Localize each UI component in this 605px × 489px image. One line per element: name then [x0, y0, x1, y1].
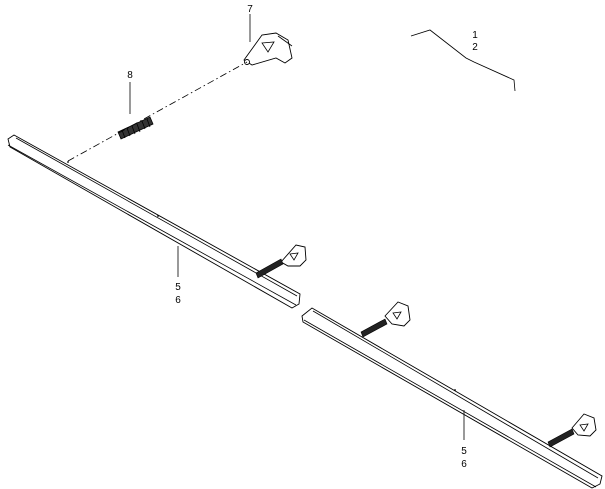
callout-1: 1 — [472, 30, 478, 41]
guide-rail-lower — [301, 307, 603, 489]
rail-hole — [157, 215, 159, 217]
callout-8: 8 — [127, 70, 133, 81]
guide-rail-upper — [7, 134, 301, 309]
callout-6-upper: 6 — [175, 295, 181, 306]
callout-5-lower: 5 — [461, 446, 467, 457]
clip-7 — [243, 32, 293, 66]
callout-7: 7 — [247, 4, 253, 15]
rail-hole — [67, 161, 69, 163]
clip-mounted-2 — [360, 301, 411, 338]
spring-8 — [117, 116, 154, 140]
callout-6-lower: 6 — [461, 459, 467, 470]
callout-2: 2 — [472, 42, 478, 53]
clip-mounted-3 — [547, 413, 597, 448]
assembly-centerline — [67, 61, 248, 162]
rail-hole — [454, 389, 456, 391]
assembly-bracket — [410, 29, 516, 92]
callout-5-upper: 5 — [175, 282, 181, 293]
clip-mounted-1 — [255, 244, 307, 279]
